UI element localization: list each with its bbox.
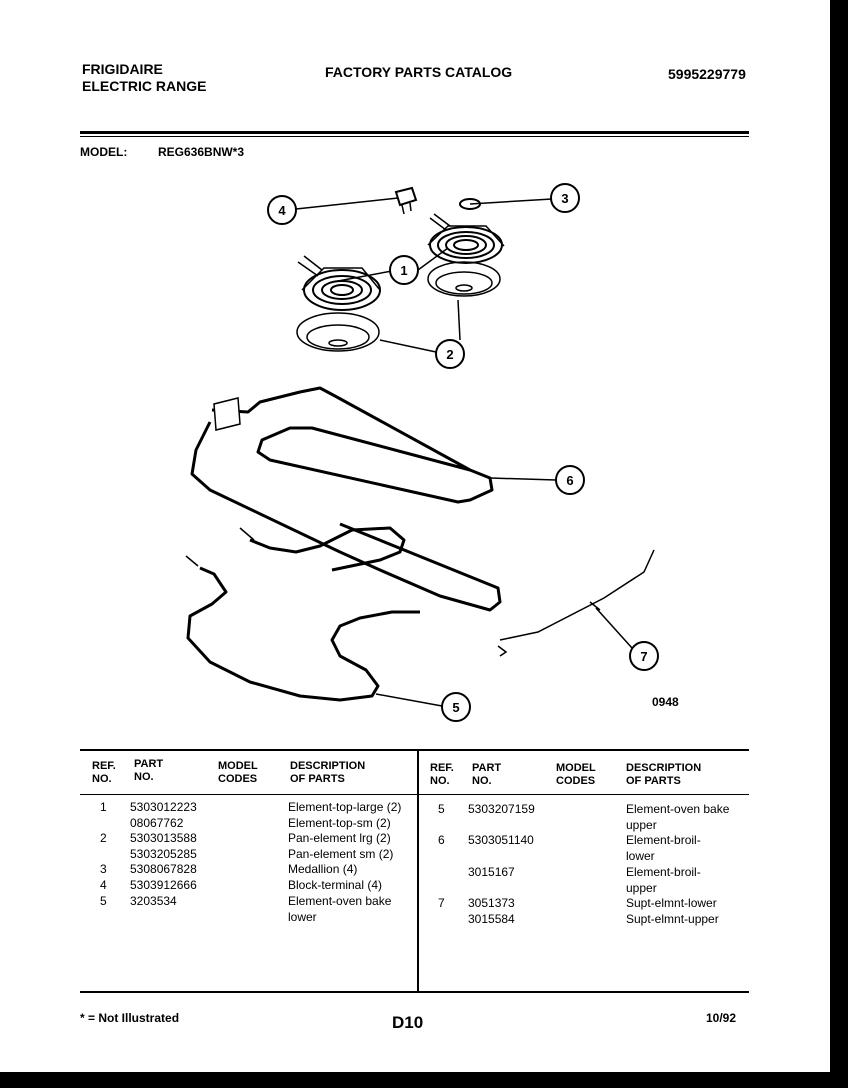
svg-text:1: 1	[400, 263, 407, 278]
svg-text:2: 2	[446, 347, 453, 362]
header-rule-thin	[80, 136, 749, 137]
catalog-title: FACTORY PARTS CATALOG	[325, 64, 513, 80]
svg-text:6: 6	[566, 473, 573, 488]
catalog-page: { "header": { "brand": "FRIGIDAIRE", "pr…	[0, 0, 830, 1072]
parts-diagram: 4 3 1 2 6 7 5 0948	[185, 183, 679, 722]
element-top-small-drawing	[297, 255, 381, 311]
page-code: D10	[392, 1013, 424, 1032]
callout-4: 4	[267, 195, 297, 225]
figure-code: 0948	[652, 695, 679, 709]
callout-1: 1	[389, 255, 419, 285]
callout-3: 3	[550, 183, 580, 213]
col-ref-header-right: REF.NO.	[430, 762, 454, 787]
catalog-number: 5995229779	[668, 66, 746, 82]
model-label: MODEL:	[80, 145, 128, 159]
svg-text:3: 3	[561, 191, 568, 206]
svg-text:4: 4	[278, 203, 286, 218]
terminal-block-drawing	[394, 186, 418, 215]
callout-2: 2	[435, 339, 465, 369]
broil-element-drawing	[190, 386, 502, 612]
element-support-drawing	[497, 549, 655, 657]
leader-lines	[295, 197, 633, 707]
element-top-large-drawing	[427, 213, 505, 264]
table-top-rule	[80, 749, 749, 751]
pan-element-large-drawing	[427, 261, 501, 297]
bake-element-drawing	[185, 526, 420, 702]
table-header-rule	[80, 794, 749, 795]
not-illustrated-note: * = Not Illustrated	[80, 1011, 180, 1025]
svg-text:7: 7	[640, 649, 647, 664]
table-center-divider	[417, 750, 419, 992]
header-rule	[80, 131, 749, 134]
col-ref-header-left: REF.NO.	[92, 760, 116, 785]
callout-6: 6	[555, 465, 585, 495]
callout-5: 5	[441, 692, 471, 722]
svg-text:5: 5	[452, 700, 459, 715]
table-bottom-rule	[80, 991, 749, 993]
brand-name: FRIGIDAIRE	[82, 61, 163, 77]
pan-element-small-drawing	[296, 312, 380, 352]
revision-date: 10/92	[706, 1011, 737, 1025]
callout-7: 7	[629, 641, 659, 671]
product-name: ELECTRIC RANGE	[82, 78, 207, 94]
model-number: REG636BNW*3	[158, 145, 245, 159]
